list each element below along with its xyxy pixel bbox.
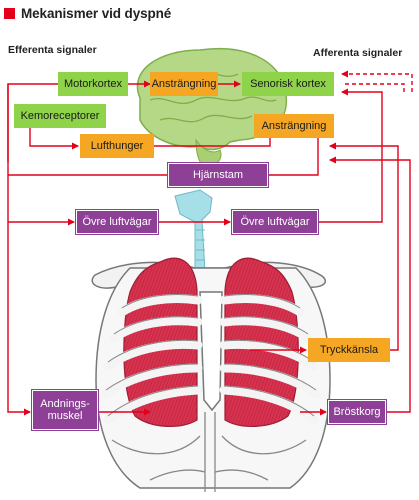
ribcage-illustration [91, 257, 331, 492]
heading-afferent: Afferenta signaler [313, 47, 403, 59]
box-anstrangning-mid: Ansträngning [254, 114, 334, 138]
box-ovre-luftvagar-right: Övre luftvägar [232, 210, 318, 234]
arrow-to-andningsmuskel [7, 84, 31, 416]
box-anstrangning-top: Ansträngning [150, 72, 218, 96]
box-tryckkansla: Tryckkänsla [308, 338, 390, 362]
diagram-title-group: Mekanismer vid dyspné [4, 6, 171, 21]
brain-illustration [136, 48, 288, 167]
box-motorkortex: Motorkortex [58, 72, 128, 96]
box-lufthunger: Lufthunger [80, 134, 154, 158]
heading-efferent: Efferenta signaler [8, 44, 97, 56]
box-hjarnstam: Hjärnstam [168, 163, 268, 187]
box-andningsmuskel: Andnings- muskel [32, 390, 98, 430]
box-brostkorg: Bröstkorg [328, 400, 386, 424]
trachea-illustration [174, 189, 213, 273]
box-ovre-luftvagar-left: Övre luftvägar [76, 210, 158, 234]
box-kemoreceptorer: Kemoreceptorer [14, 104, 106, 128]
signal-arrows [7, 70, 413, 416]
box-senorisk-kortex: Senorisk kortex [242, 72, 334, 96]
diagram-title: Mekanismer vid dyspné [21, 6, 172, 21]
title-marker-icon [4, 8, 15, 19]
